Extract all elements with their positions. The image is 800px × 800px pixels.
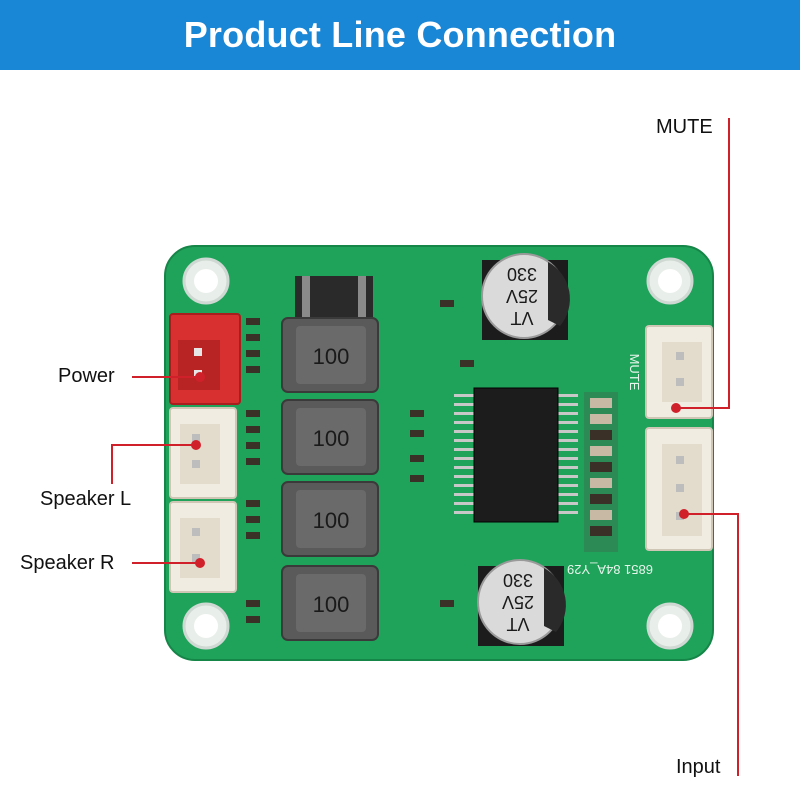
- inductor-1-marking: 100: [313, 344, 350, 369]
- leader-input: [684, 513, 739, 776]
- label-speaker-l: Speaker L: [40, 488, 132, 510]
- power-connector: [169, 313, 241, 405]
- mute-connector: [645, 325, 713, 419]
- inductor-4: 100: [281, 565, 379, 641]
- dot-mute: [671, 403, 681, 413]
- speaker-r-connector: [169, 501, 237, 593]
- capacitor-bottom-series: VT: [506, 614, 529, 634]
- dot-power: [195, 372, 205, 382]
- page-title: Product Line Connection: [183, 14, 617, 55]
- label-mute: MUTE: [656, 116, 713, 138]
- capacitor-bottom-voltage: 25V: [502, 592, 534, 612]
- leader-dots: [191, 372, 689, 568]
- silkscreen-model: 6851 84A_Y29: [567, 562, 653, 577]
- label-power: Power: [58, 365, 115, 387]
- inductor-2-marking: 100: [313, 426, 350, 451]
- header-banner: Product Line Connection: [0, 0, 800, 70]
- label-input: Input: [676, 756, 721, 778]
- label-speaker-r: Speaker R: [20, 552, 115, 574]
- dot-speaker-r: [195, 558, 205, 568]
- inductor-4-marking: 100: [313, 592, 350, 617]
- capacitor-top-value: 330: [507, 264, 537, 284]
- leader-mute: [676, 118, 730, 409]
- dot-speaker-l: [191, 440, 201, 450]
- input-connector: [645, 427, 713, 551]
- inductor-3: 100: [281, 481, 379, 557]
- leader-lines: [111, 118, 739, 776]
- capacitor-top-voltage: 25V: [506, 286, 538, 306]
- silkscreen-mute: MUTE: [627, 354, 642, 391]
- amplifier-ic: [454, 387, 578, 523]
- inductor-2: 100: [281, 399, 379, 475]
- dot-input: [679, 509, 689, 519]
- resistor-column: [584, 392, 618, 552]
- speaker-l-connector: [169, 407, 237, 499]
- leader-speaker-l: [111, 444, 196, 484]
- inductor-3-marking: 100: [313, 508, 350, 533]
- capacitor-top-series: VT: [510, 308, 533, 328]
- capacitor-bottom: VT 25V 330: [477, 559, 566, 646]
- capacitor-top: VT 25V 330: [481, 253, 570, 340]
- mounting-holes: [182, 257, 694, 650]
- pcb-board: [164, 245, 714, 661]
- inductor-1: 100: [281, 317, 379, 393]
- smd-components: [246, 300, 474, 623]
- capacitor-bottom-value: 330: [503, 570, 533, 590]
